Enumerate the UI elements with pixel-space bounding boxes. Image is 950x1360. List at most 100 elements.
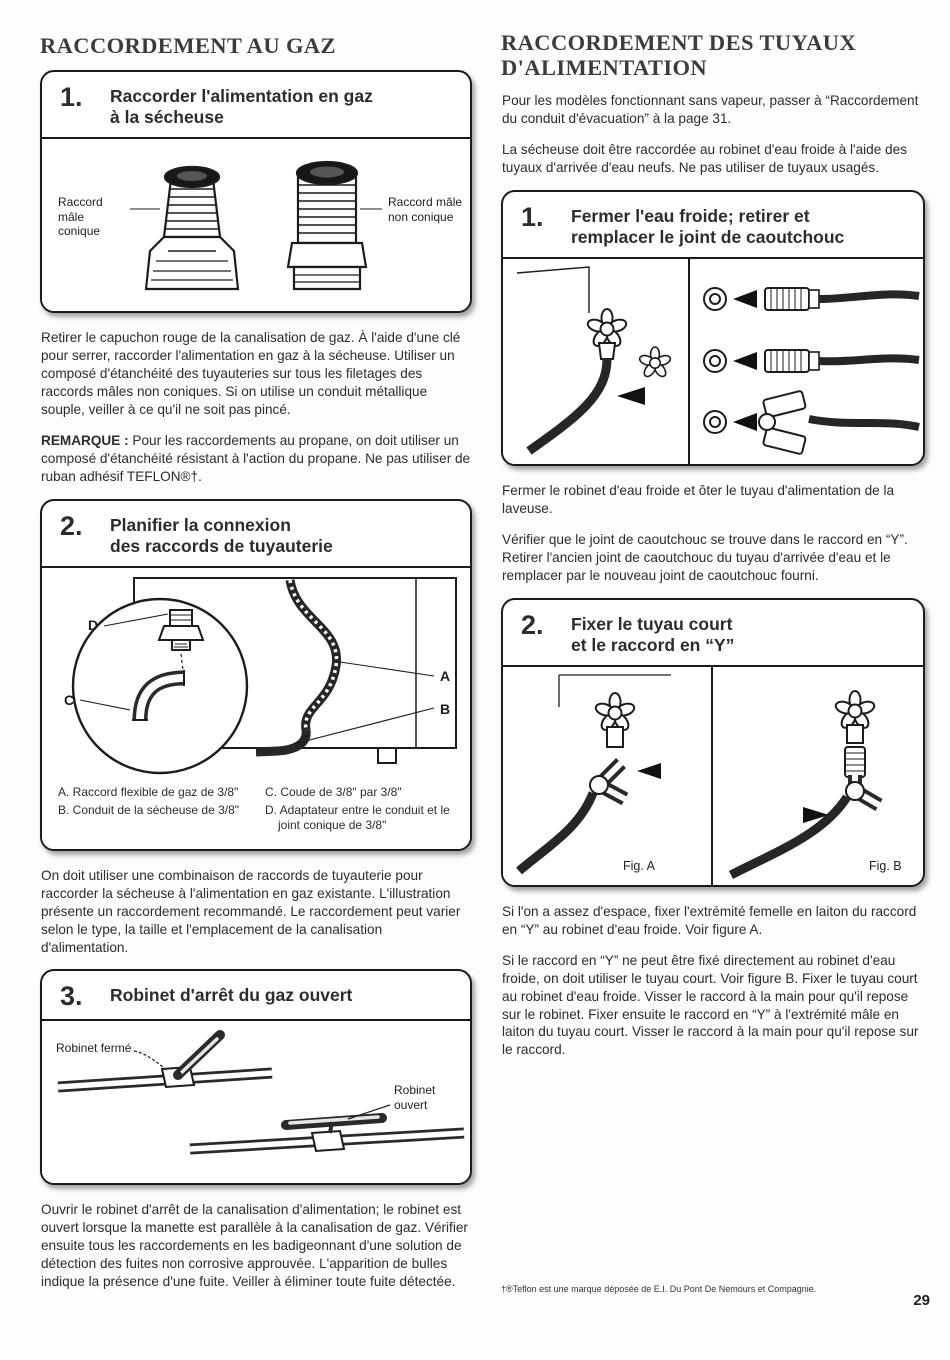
step-title-line: remplacer le joint de caoutchouc — [571, 227, 845, 248]
faucet-body — [606, 725, 624, 748]
step-title-line: et le raccord en “Y” — [571, 634, 735, 655]
arrow-icon — [617, 387, 645, 406]
y-connector-joint — [589, 774, 609, 795]
water-washer-illustration — [516, 259, 920, 465]
gas-valve-panel: Robinet fermé Robinet ouvert — [42, 1021, 470, 1184]
step-box-gas-1: 1. Raccorder l'alimentation en gaz à la … — [40, 70, 472, 314]
water-paragraph-2: Vérifier que le joint de caoutchouc se t… — [502, 532, 908, 583]
legend-item: D. Adaptateur entre le conduit et le joi… — [265, 803, 450, 833]
gas-connection-illustration: D C A B — [64, 576, 457, 774]
step-title-line: à la sécheuse — [110, 107, 224, 128]
step-title-line: Planifier la connexion — [110, 514, 291, 535]
washer-hose — [526, 358, 612, 455]
step-title: Robinet d'arrêt du gaz ouvert — [110, 983, 352, 1006]
step-title-line: Fixer le tuyau court — [571, 613, 733, 634]
y-coupling — [762, 390, 807, 419]
water-intro-2: La sécheuse doit être raccordée au robin… — [502, 142, 907, 176]
y-connector-panel: Fig. A Fig. B — [503, 666, 923, 885]
step-title-line: Raccorder l'alimentation en gaz — [110, 86, 373, 107]
section-title-line: RACCORDEMENT DES TUYAUX — [501, 30, 857, 55]
step-title: Fermer l'eau froide; retirer et remplace… — [571, 204, 844, 248]
step-title-line: Robinet d'arrêt du gaz ouvert — [110, 985, 353, 1006]
arrow-icon — [733, 413, 757, 432]
hose-coupling — [764, 349, 810, 374]
straight-fitting-collar — [286, 242, 368, 269]
faucet-body — [846, 723, 864, 744]
adapter-fitting — [169, 608, 193, 627]
legend-item: C. Coude de 3/8" par 3/8" — [265, 784, 402, 799]
fig-a-label: Fig. A — [623, 858, 655, 873]
step-number: 2. — [521, 609, 544, 640]
step-title: Raccorder l'alimentation en gaz à la séc… — [110, 84, 373, 128]
faucet-handle-icon — [637, 346, 673, 380]
water-paragraph-1: Fermer le robinet d'eau froide et ôter l… — [502, 483, 895, 517]
step-box-water-1: 1. Fermer l'eau froide; retirer et rempl… — [501, 190, 925, 467]
faucet-body — [597, 342, 617, 361]
gas-connection-panel: D C A B A. Raccord flexible de gaz de 3/… — [42, 567, 470, 849]
water-washer-panel — [503, 259, 923, 465]
gas-fittings-illustration — [130, 161, 382, 291]
gas-remark: REMARQUE : Pour les raccordements au pro… — [41, 432, 471, 486]
conical-fitting-hex — [144, 236, 240, 291]
callout-a: A — [440, 668, 450, 684]
label-male-conical: Raccord mâle conique — [58, 195, 103, 239]
remark-label: REMARQUE : — [41, 432, 129, 448]
section-title-water: RACCORDEMENT DES TUYAUX D'ALIMENTATION — [501, 30, 925, 80]
step-number: 1. — [60, 82, 83, 113]
step-box-water-2: 2. Fixer le tuyau court et le raccord en… — [501, 597, 925, 887]
arrow-icon — [637, 762, 661, 779]
right-column: RACCORDEMENT DES TUYAUX D'ALIMENTATION P… — [501, 0, 925, 1072]
step-header: 1. Fermer l'eau froide; retirer et rempl… — [503, 192, 923, 260]
label-valve-closed: Robinet fermé — [56, 1041, 132, 1056]
y-connector-illustration — [516, 666, 883, 885]
legend-item: B. Conduit de la sécheuse de 3/8" — [58, 803, 240, 818]
legend-column-left: A. Raccord flexible de gaz de 3/8" B. Co… — [58, 785, 255, 837]
gas-paragraph-3: Ouvrir le robinet d'arrêt de la canalisa… — [41, 1202, 468, 1290]
short-hose-coupling — [844, 745, 866, 778]
callout-d: D — [88, 617, 98, 633]
step-title: Planifier la connexion des raccords de t… — [110, 513, 333, 557]
gas-valve-illustration — [57, 1030, 465, 1155]
inlet-hose — [728, 794, 851, 879]
step-header: 2. Planifier la connexion des raccords d… — [42, 501, 470, 568]
y-connector-joint — [845, 780, 865, 801]
step-number: 3. — [60, 981, 83, 1012]
step-box-gas-2: 2. Planifier la connexion des raccords d… — [40, 498, 472, 851]
gas-paragraph-2: On doit utiliser une combinaison de racc… — [41, 867, 461, 955]
inlet-hose — [516, 791, 598, 875]
hose-coupling — [764, 287, 810, 312]
hose-elbow — [255, 729, 311, 757]
step-title: Fixer le tuyau court et le raccord en “Y… — [571, 612, 734, 656]
callout-b: B — [440, 701, 450, 717]
remark-text: Pour les raccordements au propane, on do… — [41, 432, 471, 484]
step-number: 1. — [521, 202, 544, 233]
step-box-gas-3: 3. Robinet d'arrêt du gaz ouvert — [40, 969, 472, 1186]
callout-c: C — [64, 692, 74, 708]
water-paragraph-3: Si l'on a assez d'espace, fixer l'extrém… — [502, 903, 917, 937]
water-intro-1: Pour les modèles fonctionnant sans vapeu… — [502, 93, 919, 127]
step-title-line: Fermer l'eau froide; retirer et — [571, 206, 810, 227]
teflon-footnote: †®Teflon est une marque déposée de E.I. … — [501, 1284, 817, 1294]
section-title-line: D'ALIMENTATION — [501, 55, 708, 81]
step-number: 2. — [60, 510, 83, 541]
step-header: 2. Fixer le tuyau court et le raccord en… — [503, 600, 923, 667]
water-paragraph-4: Si le raccord en “Y” ne peut être fixé d… — [502, 952, 919, 1058]
page-number: 29 — [913, 1292, 930, 1309]
left-column: RACCORDEMENT AU GAZ 1. Raccorder l'alime… — [40, 0, 472, 1304]
legend-column-right: C. Coude de 3/8" par 3/8" D. Adaptateur … — [265, 785, 462, 837]
arrow-icon — [733, 352, 757, 371]
open-valve-body — [310, 1130, 346, 1153]
label-valve-open: Robinet ouvert — [394, 1083, 436, 1113]
legend-item: A. Raccord flexible de gaz de 3/8" — [58, 784, 239, 799]
gas-fittings-panel: Raccord mâle conique Raccord mâle non co… — [42, 139, 470, 312]
gas-connection-legend: A. Raccord flexible de gaz de 3/8" B. Co… — [42, 783, 470, 849]
fig-b-label: Fig. B — [869, 858, 902, 873]
step-header: 3. Robinet d'arrêt du gaz ouvert — [42, 971, 470, 1022]
arrow-icon — [803, 806, 829, 823]
step-title-line: des raccords de tuyauterie — [110, 535, 333, 556]
label-male-nonconical: Raccord mâle non conique — [388, 195, 463, 224]
arrow-icon — [733, 290, 757, 309]
gas-paragraph-1: Retirer le capuchon rouge de la canalisa… — [41, 330, 461, 417]
section-title-gas: RACCORDEMENT AU GAZ — [40, 33, 336, 58]
